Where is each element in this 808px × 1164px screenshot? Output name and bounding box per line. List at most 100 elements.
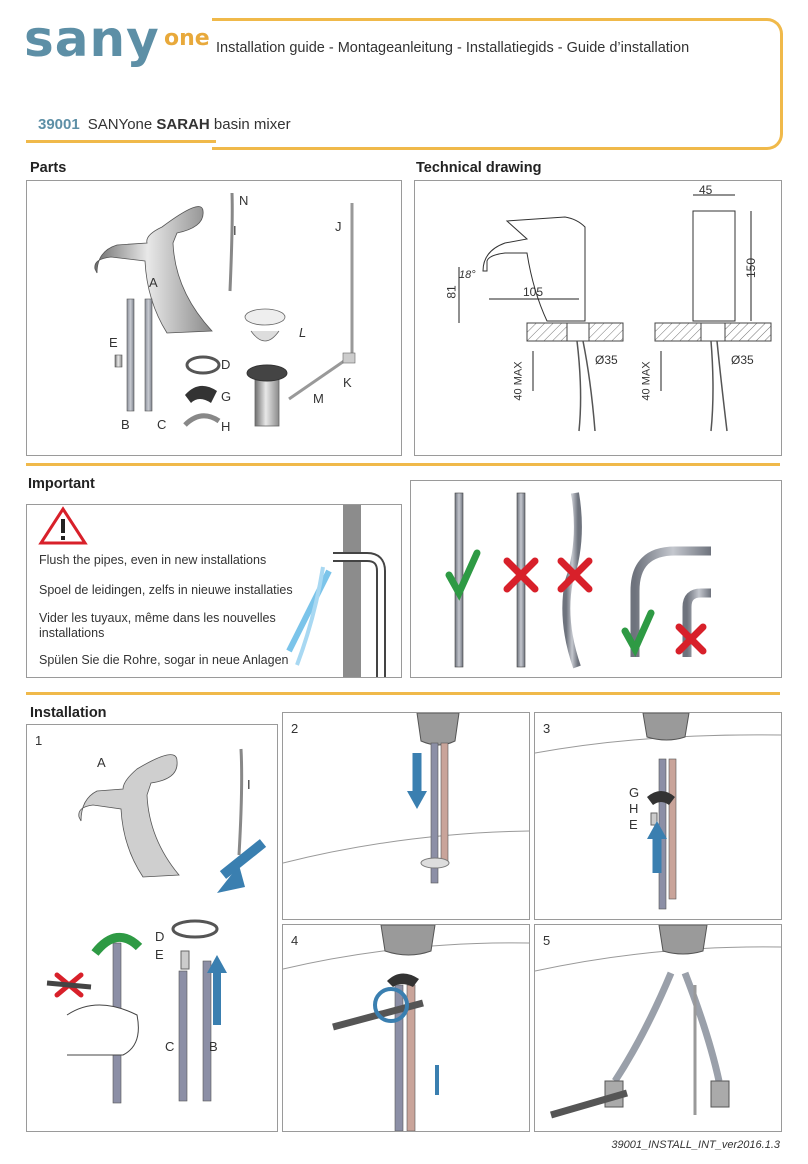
guide-title: Installation guide - Montageanleitung - … xyxy=(216,40,690,56)
drain-gasket-icon xyxy=(246,364,288,382)
hose-icon xyxy=(668,758,677,900)
model-name: SARAH xyxy=(156,116,210,133)
hose-b-icon xyxy=(202,960,212,1102)
part-label-m: M xyxy=(313,391,324,406)
part-label-n: N xyxy=(239,193,249,208)
dim-hole-left: Ø35 xyxy=(595,353,618,367)
part-label-b: B xyxy=(121,417,130,432)
wrench-icon xyxy=(46,980,92,990)
clip-k-icon xyxy=(342,352,356,364)
important-note-en: Flush the pipes, even in new installatio… xyxy=(39,553,267,567)
drain-plug-icon xyxy=(244,308,286,326)
rod-m-icon xyxy=(288,357,348,401)
step-1-label-d: D xyxy=(155,929,165,944)
important-illustration xyxy=(38,505,386,677)
important-note-nl: Spoel de leidingen, zelfs in nieuwe inst… xyxy=(39,583,293,597)
hose-icon xyxy=(440,742,449,864)
hose-guidance-illustration xyxy=(445,492,711,669)
dim-spout-height: 81 xyxy=(444,285,459,299)
hose-c-icon xyxy=(144,298,153,412)
technical-heading: Technical drawing xyxy=(416,160,542,176)
section-divider-installation xyxy=(26,692,780,695)
hose-gentle-bend-icon xyxy=(630,546,711,657)
header-frame xyxy=(212,18,783,150)
mixer-body-icon xyxy=(94,206,213,334)
model-description: basin mixer xyxy=(213,116,291,133)
parts-illustration xyxy=(94,192,356,427)
cross-icon xyxy=(503,557,539,593)
step-1-label-c: C xyxy=(165,1039,175,1054)
check-icon xyxy=(621,609,655,657)
hose-guidance-panel xyxy=(410,480,782,678)
parts-panel: A B C D E G H I J K L M N xyxy=(26,180,402,456)
rod-i-icon xyxy=(228,192,234,292)
rotate-arrow-icon xyxy=(91,933,143,956)
drain-body-icon xyxy=(254,375,280,427)
cross-icon xyxy=(557,557,593,593)
part-label-h: H xyxy=(221,419,231,434)
important-heading: Important xyxy=(28,476,95,492)
step-3-label-g: G xyxy=(629,785,640,800)
step-3-illustration xyxy=(535,713,781,910)
water-splash-icon xyxy=(286,569,332,653)
mixer-body-icon xyxy=(78,754,180,878)
check-icon xyxy=(445,549,481,601)
rotate-arrow-icon xyxy=(373,987,409,1023)
model-number: 39001 xyxy=(38,116,80,133)
dim-width: 45 xyxy=(699,183,713,197)
model-line: 39001 SANYone SARAH basin mixer xyxy=(38,116,291,133)
dim-max-thickness-left: 40 MAX xyxy=(512,361,525,401)
dim-height: 150 xyxy=(744,257,759,279)
step-1-label-i: I xyxy=(247,777,251,792)
clamp-h-icon xyxy=(183,413,221,427)
part-label-d: D xyxy=(221,357,231,372)
technical-panel: 45 150 105 81 18° 40 MAX Ø35 40 MAX Ø35 xyxy=(414,180,782,456)
nut-icon xyxy=(180,950,190,970)
washer-g-icon xyxy=(185,385,217,403)
drain-hole-icon xyxy=(420,857,450,869)
hose-icon xyxy=(681,971,723,1082)
dim-max-thickness-right: 40 MAX xyxy=(640,361,653,401)
document-version: 39001_INSTALL_INT_ver2016.1.3 xyxy=(611,1139,780,1151)
washer-icon xyxy=(647,791,675,805)
step-5-panel: 5 xyxy=(534,924,782,1132)
hose-sharp-bend-icon xyxy=(682,588,711,657)
cross-icon xyxy=(675,623,707,655)
step-1-label-a: A xyxy=(97,755,106,770)
step-1-panel: 1 A I D E C B xyxy=(26,724,278,1132)
arrow-down-icon xyxy=(219,839,267,879)
step-5-number: 5 xyxy=(543,933,551,948)
nut-e-icon xyxy=(114,354,123,368)
step-3-number: 3 xyxy=(543,721,551,736)
part-label-i: I xyxy=(233,223,237,238)
part-label-e: E xyxy=(109,335,118,350)
step-3-panel: 3 G H E xyxy=(534,712,782,920)
step-3-label-e: E xyxy=(629,817,638,832)
step-3-label-h: H xyxy=(629,801,639,816)
model-brand: SANYone xyxy=(87,116,153,133)
part-label-l: L xyxy=(299,325,307,340)
part-label-k: K xyxy=(343,375,352,390)
hose-c-icon xyxy=(178,970,188,1102)
step-4-panel: 4 xyxy=(282,924,530,1132)
nut-icon xyxy=(650,812,658,826)
part-label-c: C xyxy=(157,417,167,432)
installation-heading: Installation xyxy=(30,705,107,721)
step-1-label-e: E xyxy=(155,947,164,962)
parts-heading: Parts xyxy=(30,160,67,176)
hose-b-icon xyxy=(126,298,135,412)
step-1-illustration xyxy=(46,748,267,1104)
dim-angle: 18° xyxy=(459,269,476,281)
rod-icon xyxy=(237,748,244,856)
hose-icon xyxy=(430,742,439,884)
hose-icon xyxy=(394,984,404,1131)
hose-icon xyxy=(612,971,675,1083)
section-divider-important xyxy=(26,463,780,466)
important-note-fr: Vider les tuyaux, même dans les nouvelle… xyxy=(39,611,276,640)
dim-hole-right: Ø35 xyxy=(731,353,754,367)
wrench-icon xyxy=(550,1089,628,1119)
dim-reach: 105 xyxy=(523,285,544,299)
header-underline xyxy=(26,140,216,143)
step-1-number: 1 xyxy=(35,733,43,748)
part-label-a: A xyxy=(149,275,158,290)
